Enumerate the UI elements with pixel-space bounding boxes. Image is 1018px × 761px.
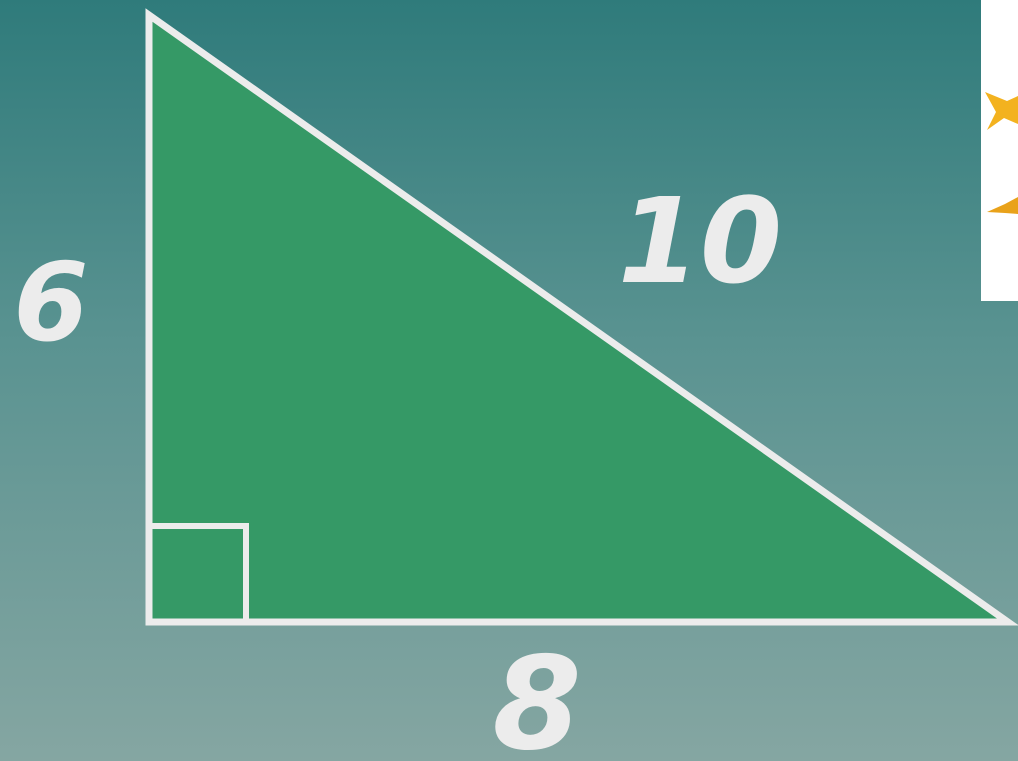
right-triangle bbox=[145, 8, 1018, 626]
decorative-image-card bbox=[981, 0, 1018, 301]
sun-sparkle-icon bbox=[985, 92, 1018, 214]
hypotenuse-label: 10 bbox=[618, 172, 782, 310]
horizontal-leg-label: 8 bbox=[492, 630, 581, 761]
vertical-leg-label: 6 bbox=[13, 241, 88, 366]
right-angle-marker bbox=[146, 523, 249, 625]
